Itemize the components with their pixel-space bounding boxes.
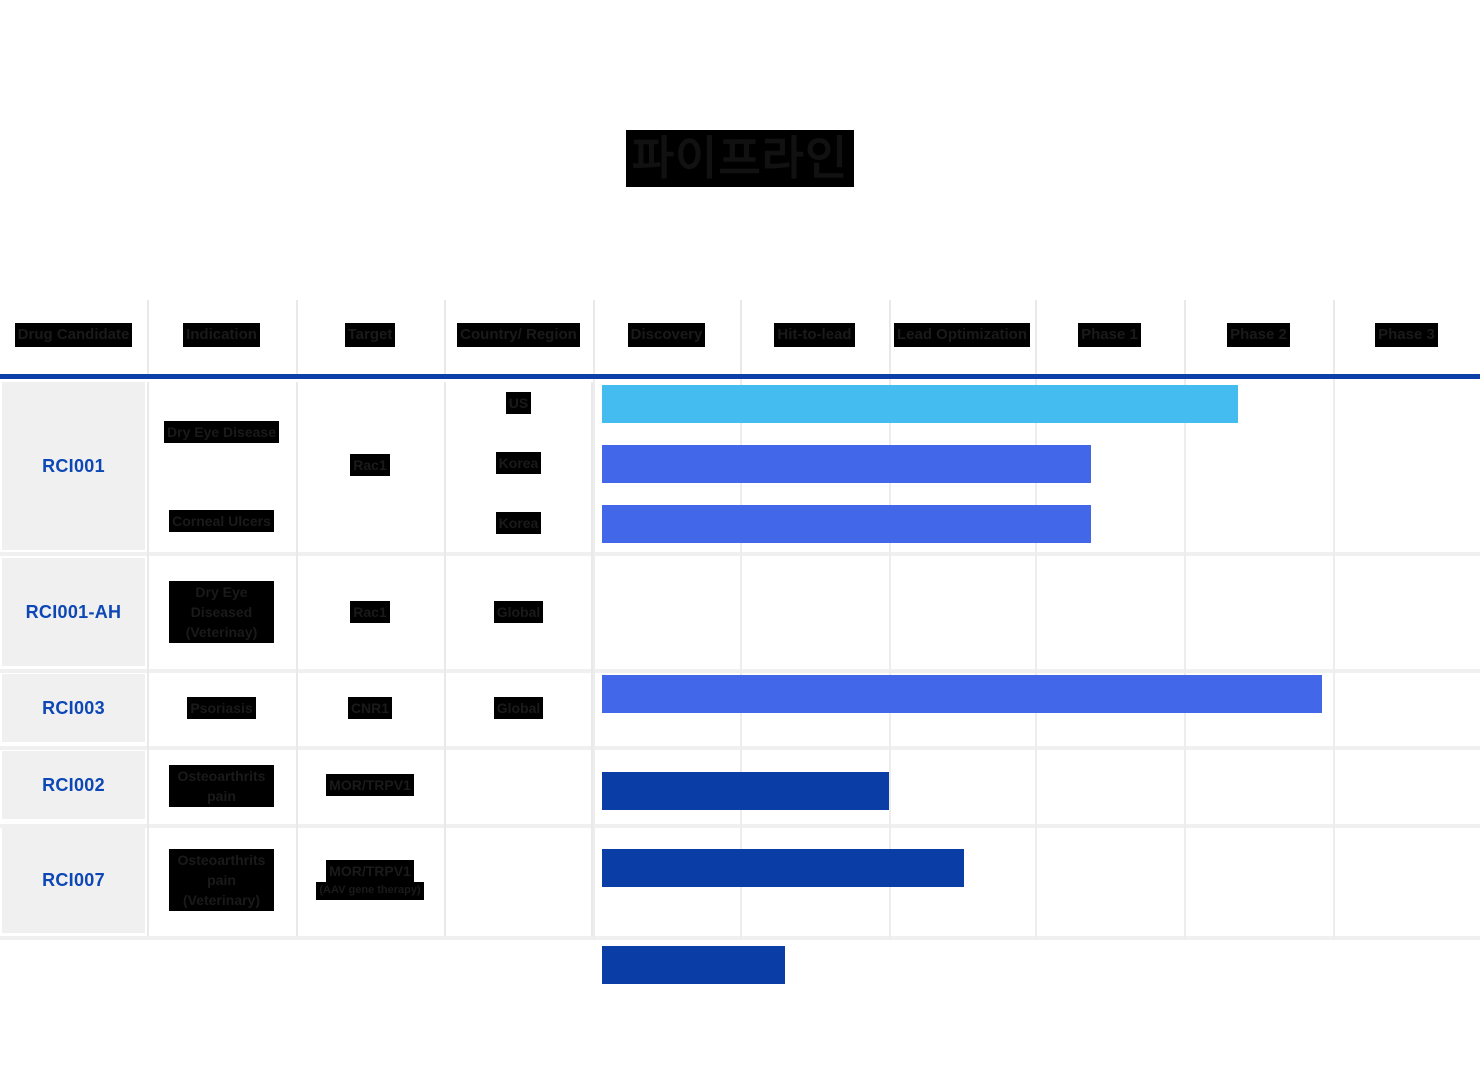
- phase-header-label: Phase 1: [1078, 322, 1141, 348]
- indication-label: Psoriasis: [187, 696, 256, 720]
- country-cell-rci003: Global: [447, 695, 590, 721]
- drug-candidate-cell-rci003[interactable]: RCI003: [2, 674, 145, 742]
- indication-label: Osteoarthrits pain (Veterinary): [169, 848, 274, 912]
- country-label: Korea: [495, 511, 542, 535]
- progress-bar-rci001-corneal-ulcers-korea[interactable]: [602, 505, 1091, 543]
- country-cell-rci001-korea-1: Korea: [447, 451, 590, 475]
- target-cell-rci001-ah: Rac1: [299, 599, 441, 625]
- drug-candidate-label: RCI001: [42, 455, 105, 476]
- phase-header-label: Lead Optimization: [893, 322, 1030, 348]
- phase-progress-plot: [593, 379, 1480, 984]
- phase-header-label: Hit-to-lead: [774, 322, 855, 348]
- country-cell-rci001-us: US: [447, 391, 590, 415]
- phase-header-lead-optimization: Lead Optimization: [889, 296, 1035, 374]
- phase-header-discovery: Discovery: [593, 296, 740, 374]
- header-divider-9: [1333, 300, 1335, 374]
- column-header-target: Target: [296, 296, 444, 374]
- column-header-label: Indication: [183, 322, 260, 348]
- indication-cell-rci001-dry-eye: Dry Eye Disease: [150, 406, 293, 458]
- pipeline-table: Drug Candidate Indication Target Country…: [0, 296, 1480, 984]
- indication-label: Dry Eye Disease: [164, 420, 279, 444]
- header-underline: [0, 374, 1480, 379]
- drug-candidate-label: RCI001-AH: [25, 601, 122, 622]
- column-header-label: Drug Candidate: [14, 322, 133, 348]
- country-label: Global: [493, 600, 544, 624]
- indication-cell-rci001-ah: Dry Eye Diseased (Veterinay): [150, 568, 293, 656]
- plot-gridline-lead-optimization: [889, 379, 891, 940]
- target-cell-rci007: MOR/TRPV1 (AAV gene therapy): [299, 852, 441, 908]
- header-divider-8: [1184, 300, 1186, 374]
- header-divider-5: [740, 300, 742, 374]
- phase-header-hit-to-lead: Hit-to-lead: [740, 296, 889, 374]
- progress-bar-rci007-osteoarthritis-veterinary[interactable]: [602, 946, 785, 984]
- target-label: Rac1: [350, 453, 390, 477]
- target-sublabel: (AAV gene therapy): [316, 882, 424, 901]
- progress-bar-rci001-dry-eye-us[interactable]: [602, 385, 1238, 423]
- body-divider-1: [147, 382, 149, 936]
- country-label: US: [505, 391, 532, 415]
- header-divider-1: [147, 300, 149, 374]
- column-header-indication: Indication: [147, 296, 296, 374]
- phase-header-phase-3: Phase 3: [1333, 296, 1480, 374]
- header-divider-2: [296, 300, 298, 374]
- country-cell-rci001-korea-2: Korea: [447, 511, 590, 535]
- header-divider-3: [444, 300, 446, 374]
- indication-label: Osteoarthrits pain: [169, 764, 274, 808]
- column-header-label: Country/ Region: [457, 322, 580, 348]
- page-title: 파이프라인: [625, 130, 855, 187]
- table-header-row: Drug Candidate Indication Target Country…: [0, 296, 1480, 379]
- target-cell-rci002: MOR/TRPV1: [299, 772, 441, 798]
- body-divider-3: [444, 382, 446, 936]
- progress-bar-rci003-psoriasis-global[interactable]: [602, 772, 889, 810]
- country-cell-rci001-ah: Global: [447, 599, 590, 625]
- country-label: Korea: [495, 451, 542, 475]
- phase-header-phase-1: Phase 1: [1035, 296, 1184, 374]
- indication-cell-rci007: Osteoarthrits pain (Veterinary): [150, 840, 293, 920]
- progress-bar-rci001-dry-eye-korea[interactable]: [602, 445, 1091, 483]
- phase-header-label: Phase 2: [1227, 322, 1290, 348]
- phase-header-phase-2: Phase 2: [1184, 296, 1333, 374]
- column-header-drug-candidate: Drug Candidate: [0, 296, 147, 374]
- column-header-label: Target: [344, 322, 396, 348]
- progress-bar-rci001-ah-global[interactable]: [602, 675, 1322, 713]
- phase-header-label: Phase 3: [1375, 322, 1438, 348]
- country-label: Global: [493, 696, 544, 720]
- plot-gridline-phase-1: [1035, 379, 1037, 940]
- target-cell-rci003: CNR1: [299, 695, 441, 721]
- drug-candidate-label: RCI003: [42, 697, 105, 718]
- indication-cell-rci001-corneal: Corneal Ulcers: [150, 508, 293, 534]
- drug-candidate-cell-rci002[interactable]: RCI002: [2, 751, 145, 819]
- drug-candidate-label: RCI007: [42, 870, 105, 890]
- target-label: MOR/TRPV1: [326, 773, 414, 797]
- plot-gridline-phase-2: [1184, 379, 1186, 940]
- phase-header-label: Discovery: [627, 322, 706, 348]
- target-cell-rci001: Rac1: [299, 452, 441, 478]
- plot-gridline-hit-to-lead: [740, 379, 742, 940]
- plot-gridline-phase-3: [1333, 379, 1335, 940]
- indication-label: Dry Eye Diseased (Veterinay): [169, 580, 274, 644]
- header-divider-7: [1035, 300, 1037, 374]
- target-label: Rac1: [350, 600, 390, 624]
- drug-candidate-cell-rci007[interactable]: RCI007: [2, 828, 145, 933]
- body-divider-2: [296, 382, 298, 936]
- drug-candidate-label: RCI002: [42, 774, 105, 795]
- drug-candidate-cell-rci001-ah[interactable]: RCI001-AH: [2, 558, 145, 666]
- plot-gridline-discovery-start: [593, 379, 595, 940]
- target-label: CNR1: [347, 696, 393, 720]
- indication-cell-rci003: Psoriasis: [150, 695, 293, 721]
- drug-candidate-cell-rci001[interactable]: RCI001: [2, 382, 145, 550]
- header-divider-4: [593, 300, 595, 374]
- header-divider-6: [889, 300, 891, 374]
- indication-label: Corneal Ulcers: [169, 509, 274, 533]
- page-title-wrap: 파이프라인: [0, 130, 1480, 187]
- target-label: MOR/TRPV1: [326, 859, 414, 883]
- progress-bar-rci002-osteoarthritis[interactable]: [602, 849, 964, 887]
- column-header-country-region: Country/ Region: [444, 296, 593, 374]
- indication-cell-rci002: Osteoarthrits pain: [150, 763, 293, 809]
- body-divider-4: [591, 382, 593, 936]
